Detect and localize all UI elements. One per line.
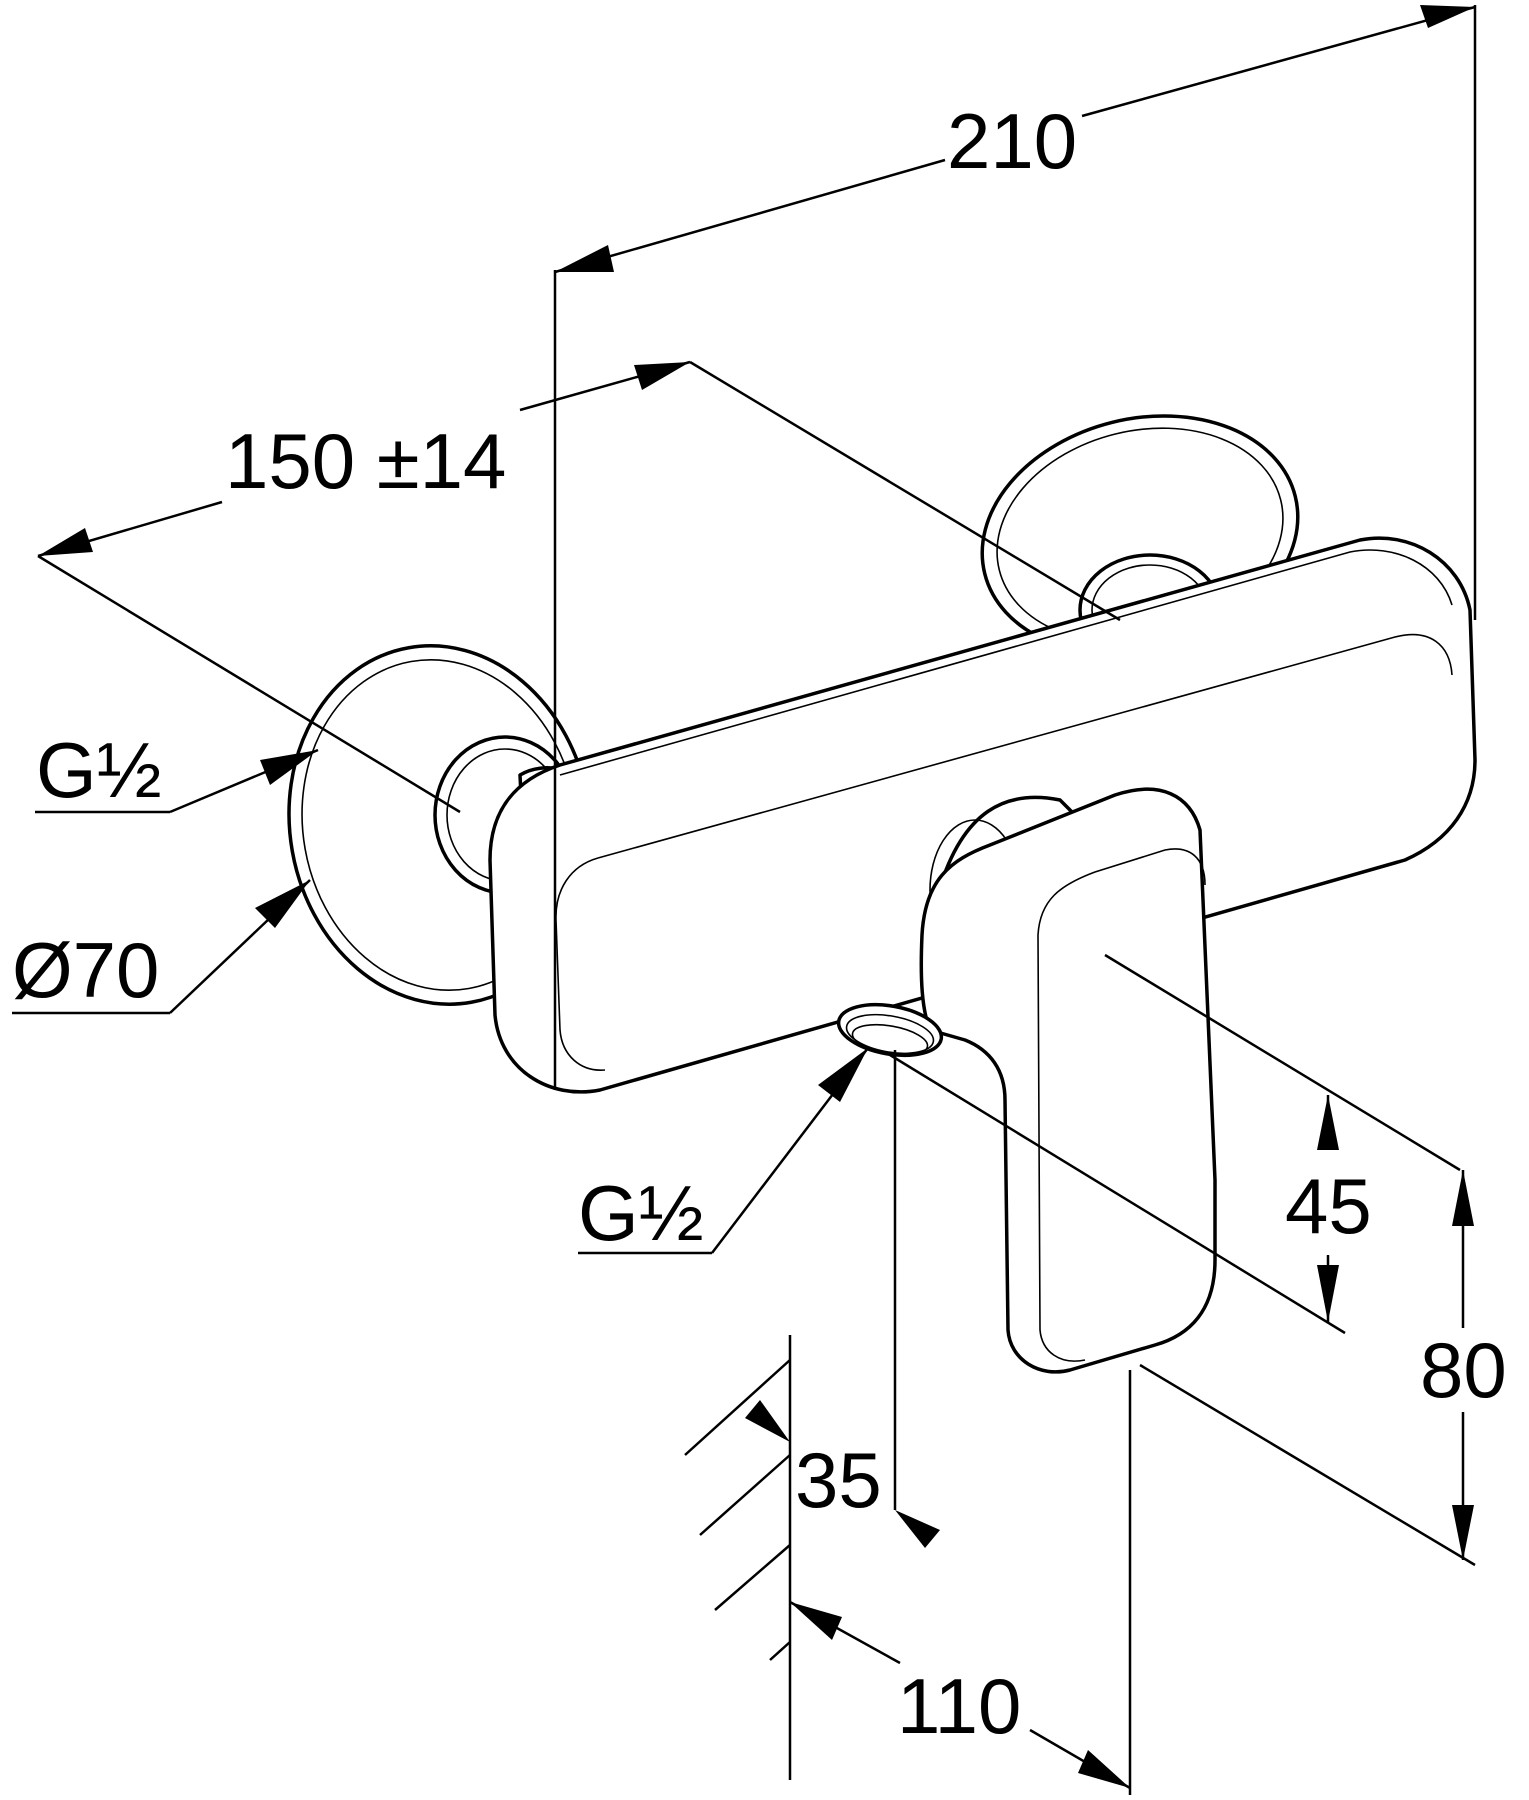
arrow-45-bottom: [1317, 1265, 1339, 1322]
arrow-g-left: [260, 750, 318, 785]
dim-80-label: 80: [1420, 1326, 1507, 1414]
dim-35-label: 35: [795, 1436, 882, 1524]
arrow-80-bottom: [1452, 1505, 1474, 1560]
lever-handle: [919, 787, 1217, 1374]
dim-g-outlet-label: G½: [578, 1169, 704, 1257]
arrow-d70: [255, 880, 310, 928]
dim-210-label: 210: [947, 97, 1077, 185]
arrow-45-top: [1317, 1095, 1339, 1150]
arrow-35-outlet: [895, 1510, 940, 1548]
outlet-thread: [836, 1002, 944, 1058]
mixer-body-group: [287, 414, 1477, 1374]
dim-g-inlet-label: G½: [36, 726, 162, 814]
arrow-110-wall: [790, 1602, 842, 1640]
arrow-110-handle: [1078, 1750, 1130, 1788]
dimension-labels: 210 150 ±14 G½ Ø70 G½ 45 80 35 110: [12, 97, 1507, 1750]
arrow-150-left: [38, 528, 93, 556]
arrow-80-top: [1452, 1170, 1474, 1226]
dim-110-label: 110: [897, 1662, 1021, 1750]
arrow-210-left: [555, 245, 614, 272]
dim-45-label: 45: [1285, 1162, 1372, 1250]
arrow-150-right: [634, 362, 690, 390]
dim-d70-label: Ø70: [12, 926, 159, 1014]
arrow-35-wall: [745, 1400, 790, 1442]
dimension-lines: [12, 5, 1477, 1795]
arrow-g-outlet: [818, 1048, 868, 1102]
arrow-210-right: [1420, 5, 1475, 28]
dim-150-label: 150 ±14: [225, 417, 506, 505]
